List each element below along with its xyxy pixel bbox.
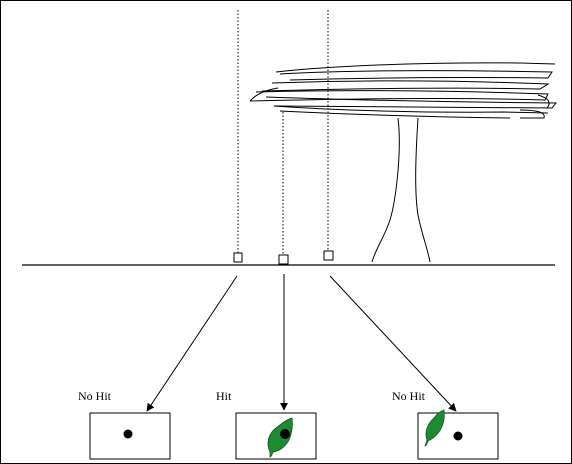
projection-arrows: [146, 274, 457, 412]
arrow-1: [146, 275, 238, 412]
tree: [249, 62, 558, 263]
sample-label-1: No Hit: [78, 389, 112, 403]
sample-dot: [280, 429, 290, 439]
sample-dot: [123, 429, 133, 439]
sample-label-2: Hit: [216, 389, 232, 403]
leaf-icon: [424, 409, 445, 447]
leaf-icon: [267, 417, 293, 458]
tree-trunk: [371, 117, 431, 263]
sample-points: [233, 250, 334, 265]
sample-box-1: No Hit: [78, 389, 171, 460]
sample-point-1: [233, 252, 243, 263]
arrow-3: [329, 275, 457, 412]
sample-point-2: [278, 254, 289, 265]
sample-label-3: No Hit: [392, 389, 426, 403]
sample-box-2: Hit: [216, 389, 317, 460]
tree-canopy: [249, 62, 558, 119]
sample-dot: [453, 431, 463, 441]
sample-point-3: [323, 250, 334, 261]
sample-box-3: No Hit: [392, 389, 499, 460]
sighting-lines: [237, 10, 329, 255]
